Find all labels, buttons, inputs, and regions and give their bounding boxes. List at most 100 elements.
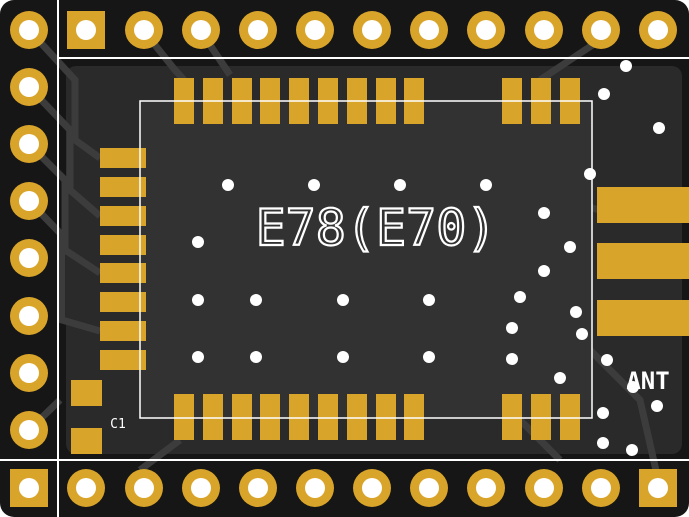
module-pad-bottom	[232, 394, 252, 440]
pin-drill-hole	[191, 478, 211, 498]
trace	[26, 27, 103, 161]
via	[222, 179, 234, 191]
trace	[26, 198, 101, 335]
trace	[137, 437, 183, 473]
pin-drill-hole	[248, 478, 268, 498]
pin-drill-hole	[419, 478, 439, 498]
pin-drill-hole	[19, 420, 39, 440]
pin-drill-hole	[19, 20, 39, 40]
via	[308, 179, 320, 191]
pin-drill-hole	[591, 478, 611, 498]
via	[564, 241, 576, 253]
module-pad-bottom	[560, 394, 580, 440]
module-pad-left	[100, 206, 146, 226]
pin-drill-hole	[76, 20, 96, 40]
via	[597, 437, 609, 449]
via	[598, 88, 610, 100]
module-pad-bottom	[289, 394, 309, 440]
pin-drill-hole	[19, 478, 39, 498]
via	[626, 444, 638, 456]
module-pad-bottom	[260, 394, 280, 440]
module-pad-left	[100, 148, 146, 168]
pin-drill-hole	[648, 478, 668, 498]
via	[538, 207, 550, 219]
pin-drill-hole	[591, 20, 611, 40]
module-pad-left	[100, 177, 146, 197]
via	[597, 407, 609, 419]
pin-drill-hole	[248, 20, 268, 40]
pin-drill-hole	[305, 478, 325, 498]
pin-drill-hole	[362, 20, 382, 40]
via	[192, 351, 204, 363]
pin-drill-hole	[19, 77, 39, 97]
pin-drill-hole	[534, 20, 554, 40]
module-pad-bottom	[347, 394, 367, 440]
pin-drill-hole	[419, 20, 439, 40]
pin-drill-hole	[134, 478, 154, 498]
via	[538, 265, 550, 277]
c1-pad	[71, 380, 102, 406]
trace	[26, 141, 102, 276]
module-pad-left	[100, 263, 146, 283]
via	[250, 294, 262, 306]
trace	[26, 84, 103, 219]
module-pad-bottom	[376, 394, 396, 440]
pin-drill-hole	[19, 363, 39, 383]
via	[601, 354, 613, 366]
via	[337, 294, 349, 306]
via	[506, 322, 518, 334]
via	[576, 328, 588, 340]
module-pad-bottom	[318, 394, 338, 440]
pin-drill-hole	[191, 20, 211, 40]
via	[570, 306, 582, 318]
pin-drill-hole	[76, 478, 96, 498]
module-pad-bottom	[531, 394, 551, 440]
via	[554, 372, 566, 384]
via	[584, 168, 596, 180]
c1-pad	[71, 428, 102, 454]
module-body	[140, 100, 592, 418]
via	[423, 351, 435, 363]
pin-drill-hole	[476, 20, 496, 40]
via	[423, 294, 435, 306]
pin-drill-hole	[19, 306, 39, 326]
pin-drill-hole	[476, 478, 496, 498]
via	[653, 122, 665, 134]
via	[514, 291, 526, 303]
module-pad-bottom	[203, 394, 223, 440]
antenna-pad	[597, 187, 689, 223]
module-pad-left	[100, 292, 146, 312]
via	[250, 351, 262, 363]
pin-drill-hole	[19, 134, 39, 154]
pin-drill-hole	[648, 20, 668, 40]
pads	[10, 11, 689, 507]
via	[394, 179, 406, 191]
via	[627, 381, 639, 393]
pin-drill-hole	[362, 478, 382, 498]
module-pad-bottom	[174, 394, 194, 440]
module-label: E78(E70)	[256, 199, 497, 257]
pin-drill-hole	[134, 20, 154, 40]
via	[192, 294, 204, 306]
pin-drill-hole	[305, 20, 325, 40]
antenna-pad	[597, 243, 689, 279]
via	[337, 351, 349, 363]
module-pad-left	[100, 321, 146, 341]
antenna-pad	[597, 300, 689, 336]
antenna-label: ANT	[626, 367, 669, 395]
module-pad-bottom	[502, 394, 522, 440]
module-pad-left	[100, 235, 146, 255]
via	[506, 353, 518, 365]
via	[480, 179, 492, 191]
capacitor-label: C1	[110, 417, 126, 432]
module-pad-left	[100, 350, 146, 370]
module-pad-bottom	[404, 394, 424, 440]
via	[651, 400, 663, 412]
pin-drill-hole	[19, 191, 39, 211]
trace	[538, 37, 602, 83]
via	[192, 236, 204, 248]
via	[620, 60, 632, 72]
module-outline	[139, 100, 593, 419]
